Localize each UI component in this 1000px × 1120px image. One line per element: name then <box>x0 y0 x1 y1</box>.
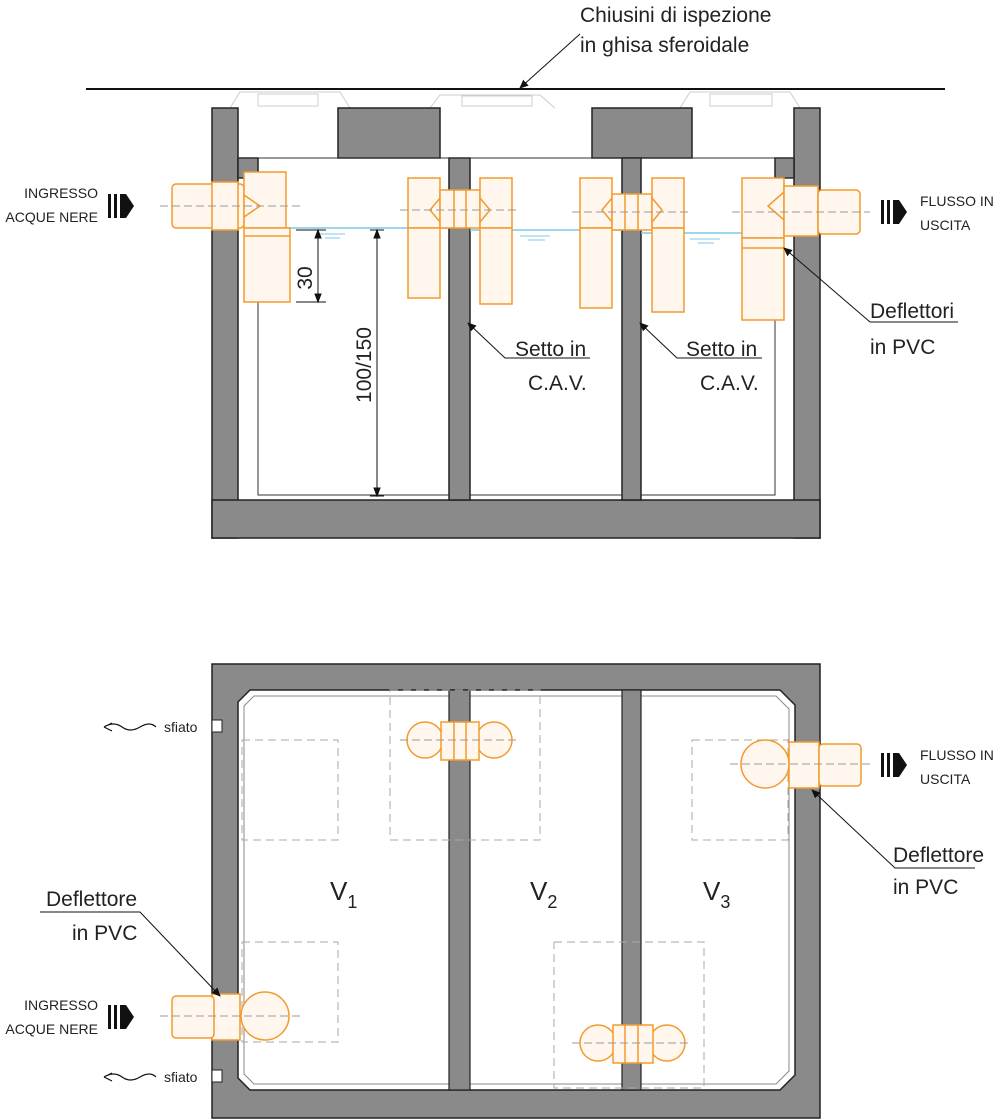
dimension-depth: 100/150 <box>353 327 376 403</box>
vent-wave-icon <box>103 722 157 732</box>
section-inlet-line1: INGRESSO <box>24 185 98 201</box>
dimension-lines <box>296 228 384 498</box>
wall1-label-line1: Setto in <box>515 338 586 361</box>
section-inlet-line2: ACQUE NERE <box>5 209 98 225</box>
flow-arrow-icon <box>108 194 134 218</box>
wall1-label-line2: C.A.V. <box>528 372 587 395</box>
flow-arrow-icon <box>881 200 907 224</box>
chamber-v3-label: V3 <box>703 876 730 912</box>
plan-inlet-line2: ACQUE NERE <box>5 1021 98 1037</box>
plan-inlet-deflector-line2: in PVC <box>72 922 137 945</box>
plan-view: sfiato sfiato FLUSSO IN USCITA Deflettor… <box>5 663 994 1119</box>
inner-outline <box>238 177 794 496</box>
section-outlet-line1: FLUSSO IN <box>920 193 994 209</box>
plan-outlet-deflector-line1: Deflettore <box>893 844 984 867</box>
manhole-outlines-plan <box>241 689 789 1089</box>
plan-inlet-deflector-line1: Deflettore <box>46 888 137 911</box>
section-view: 30 100/150 Chiusini di ispezione in ghis… <box>5 4 994 539</box>
plan-partition-2 <box>621 689 642 1091</box>
wall2-label-line2: C.A.V. <box>700 372 759 395</box>
flow-arrow-icon <box>108 1005 134 1029</box>
water-level <box>258 227 775 244</box>
plan-outlet-line1: FLUSSO IN <box>920 747 994 763</box>
cover-label-line2: in ghisa sferoidale <box>580 34 749 57</box>
cover-label-line1: Chiusini di ispezione <box>580 4 771 27</box>
tank-concrete <box>211 107 821 539</box>
manhole-covers <box>229 91 801 109</box>
vent-wave-icon <box>103 1072 157 1082</box>
deflectors-label-line2: in PVC <box>870 336 935 359</box>
wall2-label-line1: Setto in <box>686 338 757 361</box>
chamber-v2-label: V2 <box>530 876 557 912</box>
plan-interior <box>237 689 796 1091</box>
plan-inlet-line1: INGRESSO <box>24 997 98 1013</box>
pvc-deflectors-plan <box>171 721 862 1064</box>
plan-outlet-deflector-line2: in PVC <box>893 876 958 899</box>
flow-arrow-icon <box>881 753 907 777</box>
deflectors-label-line1: Deflettori <box>870 300 954 323</box>
plan-outlet-line2: USCITA <box>920 771 971 787</box>
vent-label-bottom: sfiato <box>164 1069 198 1085</box>
vent-label-top: sfiato <box>164 719 198 735</box>
pvc-deflectors-section <box>171 171 861 321</box>
section-outlet-line2: USCITA <box>920 217 971 233</box>
chamber-v1-label: V1 <box>330 876 357 912</box>
dimension-30: 30 <box>294 266 317 289</box>
